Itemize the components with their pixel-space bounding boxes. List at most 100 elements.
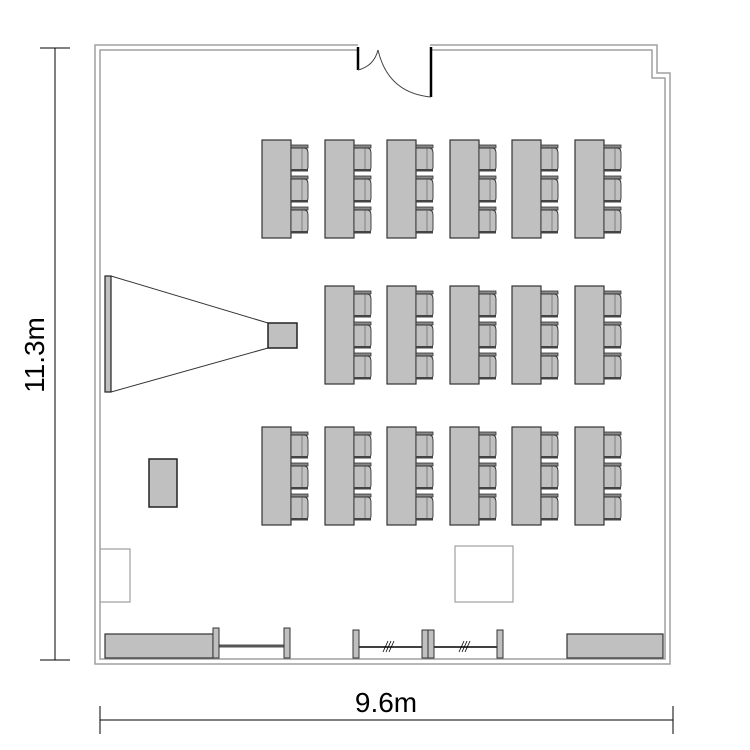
- chair: [603, 321, 622, 349]
- desk-with-chairs: [386, 426, 434, 526]
- desk: [386, 285, 417, 385]
- chair: [353, 431, 372, 459]
- desk: [324, 139, 355, 239]
- desk: [574, 139, 605, 239]
- chair: [478, 290, 497, 318]
- chair: [540, 493, 559, 521]
- desk-grid: [261, 139, 622, 526]
- chair: [415, 321, 434, 349]
- desk: [324, 285, 355, 385]
- chair: [478, 175, 497, 203]
- chair: [603, 493, 622, 521]
- desk: [511, 139, 542, 239]
- desk: [511, 426, 542, 526]
- desk: [386, 426, 417, 526]
- chair: [290, 431, 309, 459]
- chair: [603, 431, 622, 459]
- chair: [415, 144, 434, 172]
- height-label: 11.3m: [19, 317, 50, 393]
- wall-niche: [100, 548, 131, 603]
- outer-wall: [94, 44, 671, 665]
- desk-with-chairs: [574, 426, 622, 526]
- desk-with-chairs: [261, 139, 309, 239]
- height-dimension: [40, 47, 70, 661]
- chair: [415, 290, 434, 318]
- desk: [511, 285, 542, 385]
- desk: [324, 426, 355, 526]
- chair: [415, 352, 434, 380]
- chair: [415, 493, 434, 521]
- projector: [267, 322, 298, 349]
- projection-beam: [110, 275, 269, 393]
- chair: [603, 206, 622, 234]
- rail-left: [212, 627, 291, 659]
- sliding-window: [352, 629, 504, 659]
- desk-with-chairs: [261, 426, 309, 526]
- chair: [603, 144, 622, 172]
- width-dimension: [99, 706, 674, 734]
- desk-with-chairs: [574, 139, 622, 239]
- chair: [540, 352, 559, 380]
- chair: [415, 175, 434, 203]
- counter-left: [104, 633, 214, 659]
- desk-with-chairs: [386, 285, 434, 385]
- desk: [261, 139, 292, 239]
- chair: [353, 175, 372, 203]
- desk-with-chairs: [324, 139, 372, 239]
- desk: [449, 426, 480, 526]
- chair: [353, 290, 372, 318]
- chair: [540, 144, 559, 172]
- desk-with-chairs: [511, 426, 559, 526]
- chair: [353, 462, 372, 490]
- desk-with-chairs: [574, 285, 622, 385]
- desk-with-chairs: [324, 285, 372, 385]
- chair: [290, 206, 309, 234]
- chair: [540, 321, 559, 349]
- chair: [353, 321, 372, 349]
- chair: [540, 431, 559, 459]
- chair: [290, 462, 309, 490]
- chair: [353, 144, 372, 172]
- chair: [478, 352, 497, 380]
- chair: [353, 352, 372, 380]
- lectern: [148, 458, 178, 508]
- desk-with-chairs: [449, 285, 497, 385]
- chair: [603, 175, 622, 203]
- desk: [386, 139, 417, 239]
- chair: [540, 175, 559, 203]
- chair: [478, 493, 497, 521]
- chair: [603, 290, 622, 318]
- chair: [603, 352, 622, 380]
- chair: [478, 206, 497, 234]
- width-label: 9.6m: [355, 687, 417, 718]
- desk-with-chairs: [511, 285, 559, 385]
- chair: [540, 206, 559, 234]
- chair: [415, 206, 434, 234]
- desk-with-chairs: [324, 426, 372, 526]
- floor-square: [454, 545, 514, 603]
- chair: [290, 175, 309, 203]
- entrance-door[interactable]: [356, 47, 433, 98]
- chair: [290, 144, 309, 172]
- chair: [540, 462, 559, 490]
- desk: [574, 426, 605, 526]
- desk-with-chairs: [386, 139, 434, 239]
- chair: [478, 431, 497, 459]
- desk-with-chairs: [449, 426, 497, 526]
- room-walls: [94, 44, 671, 665]
- chair: [478, 144, 497, 172]
- desk: [449, 285, 480, 385]
- counter-right: [566, 633, 664, 659]
- desk: [449, 139, 480, 239]
- chair: [478, 321, 497, 349]
- desk: [574, 285, 605, 385]
- chair: [540, 290, 559, 318]
- chair: [290, 493, 309, 521]
- inner-wall: [99, 49, 666, 660]
- projection-screen: [104, 275, 112, 393]
- chair: [353, 206, 372, 234]
- desk-with-chairs: [511, 139, 559, 239]
- chair: [415, 431, 434, 459]
- desk-with-chairs: [449, 139, 497, 239]
